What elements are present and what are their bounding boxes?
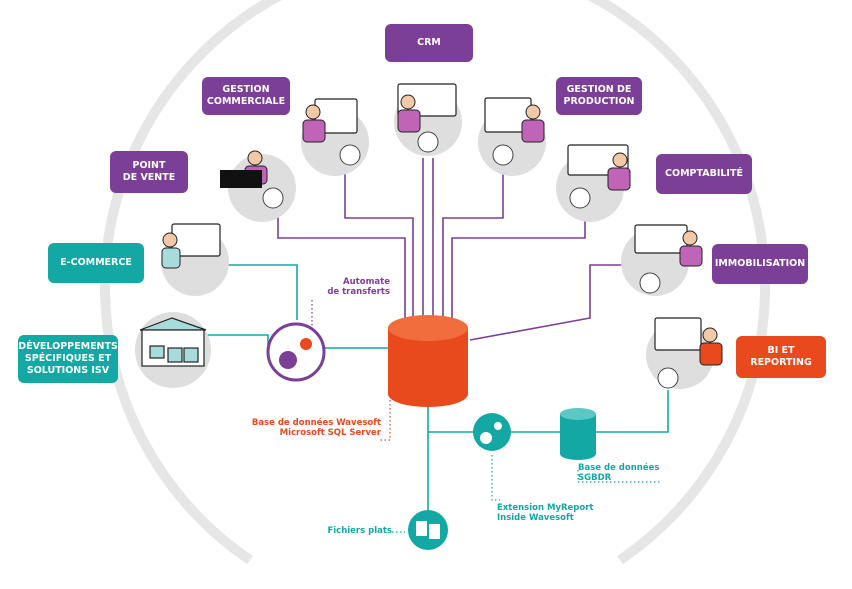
automate-gear-icon (266, 322, 326, 382)
connector-sgbdr-bi (596, 390, 669, 433)
module-gestion-production: GESTION DE PRODUCTION (556, 77, 642, 115)
annotation-automate: Automate de transferts (327, 277, 390, 297)
leader-sgbdr (577, 470, 660, 483)
screen-immobilisation (634, 224, 688, 254)
annotation-fichiers-plats: Fichiers plats (327, 526, 392, 536)
module-immobilisation: IMMOBILISATION (712, 244, 808, 284)
module-bi-reporting: BI ET REPORTING (736, 336, 826, 378)
connector-gestion-production (442, 160, 504, 318)
module-comptabilite: COMPTABILITÉ (656, 154, 752, 194)
cash-register (220, 170, 262, 188)
module-point-de-vente: POINT DE VENTE (110, 151, 188, 193)
connector-comptabilite (451, 205, 586, 318)
warehouse-icon (139, 317, 207, 367)
module-gestion-commerciale: GESTION COMMERCIALE (202, 77, 290, 115)
module-developpements: DÉVELOPPEMENTS SPÉCIFIQUES ET SOLUTIONS … (18, 335, 118, 383)
database-cylinder-icon (388, 315, 468, 407)
leader-extension (491, 455, 500, 501)
connector-gestion-commerciale (344, 160, 414, 318)
annotation-base-wavesoft: Base de données Wavesoft Microsoft SQL S… (251, 418, 381, 438)
connector-dev (200, 334, 269, 345)
connector-immobilisation (469, 264, 640, 341)
sgbdr-cylinder-icon (560, 408, 596, 460)
gears-icon (473, 413, 511, 451)
screen-bi-reporting (654, 317, 702, 351)
leader-base-wavesoft (380, 400, 391, 441)
annotation-extension-myreport: Extension MyReport Inside Wavesoft (497, 503, 594, 523)
annotation-base-sgbdr: Base de données SGBDR (578, 463, 660, 483)
flat-files-icon (408, 510, 448, 550)
connector-point-de-vente (277, 205, 406, 318)
module-crm: CRM (385, 24, 473, 62)
connector-e-commerce (215, 264, 298, 320)
module-e-commerce: E-COMMERCE (48, 243, 144, 283)
